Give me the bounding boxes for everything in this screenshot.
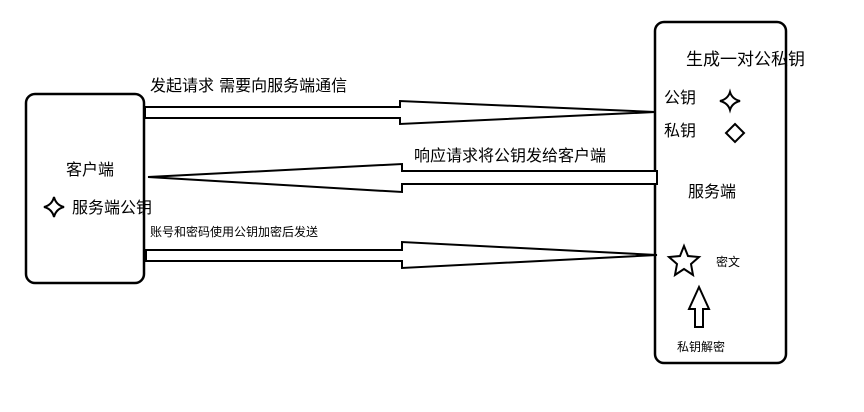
server-public-key-label: 公钥 xyxy=(664,88,697,107)
decrypt-label: 私钥解密 xyxy=(677,340,726,354)
client-public-key-label: 服务端公钥 xyxy=(72,198,153,217)
decrypt-up-arrow-icon xyxy=(687,284,711,328)
server-box xyxy=(653,20,788,365)
response-label: 响应请求将公钥发给客户端 xyxy=(414,146,607,165)
client-label: 客户端 xyxy=(66,160,115,179)
public-key-star-icon xyxy=(43,196,65,218)
client-box xyxy=(24,92,146,285)
server-public-key-star-icon xyxy=(719,88,741,114)
request-arrow xyxy=(144,99,656,126)
ciphertext-star-icon xyxy=(666,243,702,278)
request-label: 发起请求 需要向服务端通信 xyxy=(150,76,348,95)
server-label: 服务端 xyxy=(688,182,737,201)
send-encrypted-label: 账号和密码使用公钥加密后发送 xyxy=(150,225,319,239)
response-arrow xyxy=(147,162,658,194)
server-title: 生成一对公私钥 xyxy=(686,50,805,70)
ciphertext-label: 密文 xyxy=(716,255,741,269)
private-key-diamond-icon xyxy=(724,122,746,144)
send-encrypted-arrow xyxy=(145,240,658,270)
server-private-key-label: 私钥 xyxy=(664,121,697,140)
